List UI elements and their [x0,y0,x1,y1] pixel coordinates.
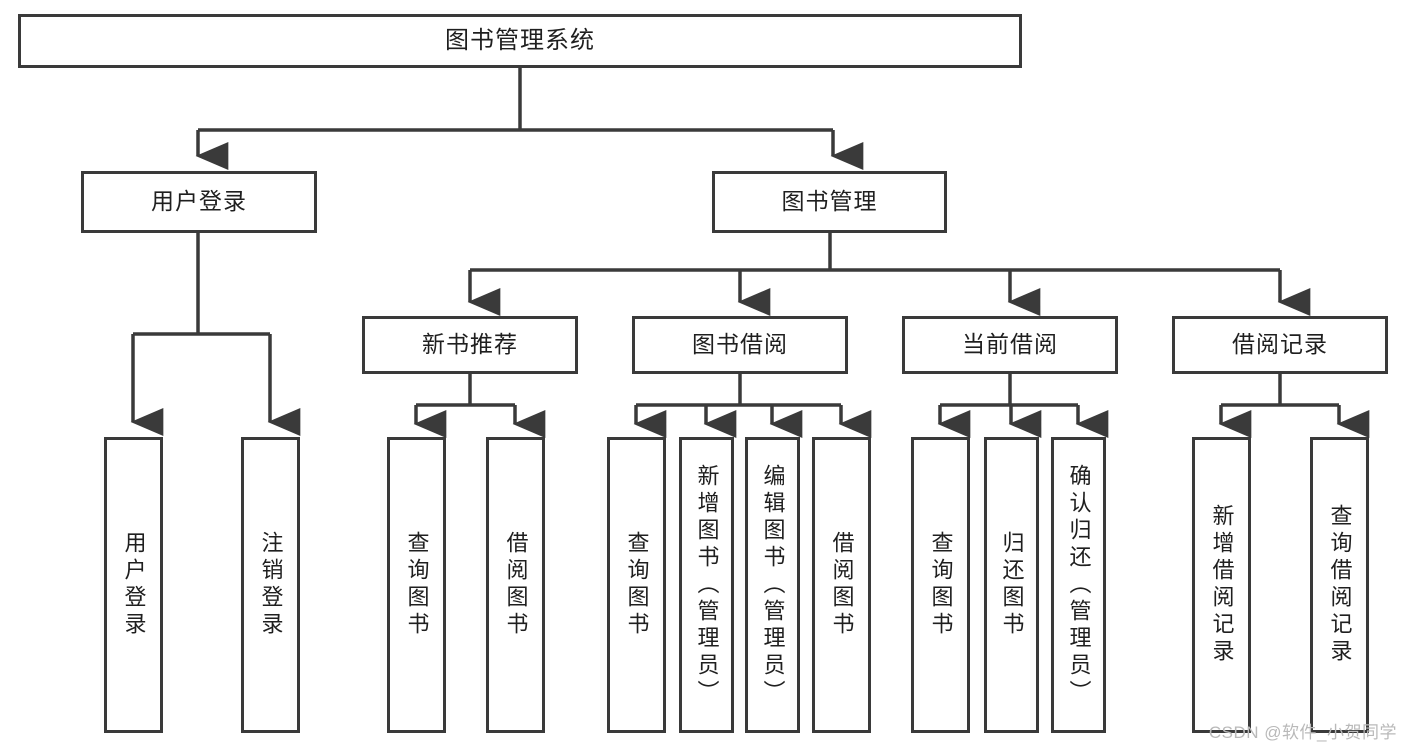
leaf-add-book[interactable]: 新增图书（管理员） [679,437,734,733]
leaf-label: 查询借阅记录 [1327,504,1353,666]
leaf-confirm-return[interactable]: 确认归还（管理员） [1051,437,1106,733]
node-label: 新书推荐 [422,331,518,358]
leaf-label: 借阅图书 [829,531,855,639]
edge-bookmanage-to-level2 [467,233,1311,316]
leaf-add-borrow-record[interactable]: 新增借阅记录 [1192,437,1251,733]
node-new-book-recommend[interactable]: 新书推荐 [362,316,578,374]
edge-borrowrecord-to-leaves [1218,374,1370,438]
leaf-query-book-3[interactable]: 查询图书 [911,437,970,733]
leaf-label: 确认归还（管理员） [1066,463,1092,707]
node-label: 借阅记录 [1232,331,1328,358]
leaf-edit-book[interactable]: 编辑图书（管理员） [745,437,800,733]
leaf-label: 编辑图书（管理员） [760,463,786,707]
node-label: 图书借阅 [692,331,788,358]
node-current-borrow[interactable]: 当前借阅 [902,316,1118,374]
leaf-label: 归还图书 [999,531,1025,639]
leaf-user-logout[interactable]: 注销登录 [241,437,300,733]
leaf-label: 用户登录 [121,531,147,639]
leaf-user-login[interactable]: 用户登录 [104,437,163,733]
node-label: 图书管理 [781,188,878,215]
node-book-borrow[interactable]: 图书借阅 [632,316,848,374]
leaf-query-borrow-record[interactable]: 查询借阅记录 [1310,437,1369,733]
leaf-borrow-book-1[interactable]: 借阅图书 [486,437,545,733]
leaf-label: 注销登录 [258,531,284,639]
edge-userlogin-to-leaves [130,233,301,436]
node-label: 用户登录 [151,188,247,215]
leaf-label: 查询图书 [404,531,430,639]
leaf-label: 新增图书（管理员） [694,463,720,707]
node-root-system[interactable]: 图书管理系统 [18,14,1022,68]
node-book-manage[interactable]: 图书管理 [712,171,947,233]
leaf-label: 查询图书 [624,531,650,639]
leaf-query-book-2[interactable]: 查询图书 [607,437,666,733]
edge-newbook-to-leaves [413,374,546,438]
leaf-label: 借阅图书 [503,531,529,639]
leaf-query-book-1[interactable]: 查询图书 [387,437,446,733]
edge-currentborrow-to-leaves [937,374,1109,438]
node-label: 当前借阅 [962,331,1058,358]
leaf-borrow-book-2[interactable]: 借阅图书 [812,437,871,733]
node-label: 图书管理系统 [445,26,595,54]
edge-root-to-level1 [195,68,864,170]
leaf-return-book[interactable]: 归还图书 [984,437,1039,733]
node-user-login[interactable]: 用户登录 [81,171,317,233]
leaf-label: 查询图书 [928,531,954,639]
watermark-text: CSDN @软件_小贺同学 [1208,723,1397,742]
leaf-label: 新增借阅记录 [1209,504,1235,666]
node-borrow-record[interactable]: 借阅记录 [1172,316,1388,374]
edge-bookborrow-to-leaves [633,374,872,438]
